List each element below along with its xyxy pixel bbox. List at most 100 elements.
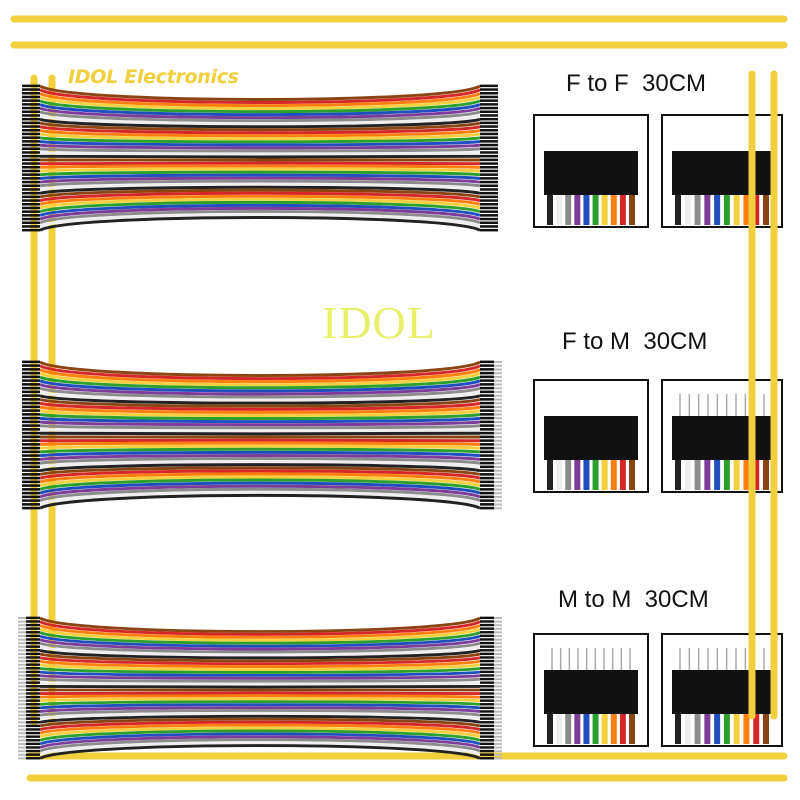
cable-mm-right-pin: [494, 663, 502, 666]
cable-fm-wire: [39, 386, 481, 399]
cable-mm-left-housing: [26, 631, 40, 634]
cable-mm-left-pin: [18, 638, 26, 641]
cable-ff-right-housing: [480, 184, 498, 188]
cable-ff-wire: [39, 194, 481, 206]
cable-fm-wire: [39, 463, 481, 473]
cable-mm-left-pin: [18, 692, 26, 695]
cable-ff-right-housing: [480, 199, 498, 202]
cable-ff-wire: [39, 173, 481, 180]
cable-mm-right-pin: [494, 692, 502, 695]
cable-mm-left-housing: [26, 728, 40, 731]
cable-fm-right-housing: [480, 469, 494, 472]
cable-fm-left-housing: [22, 375, 40, 379]
cable-mm-wire: [39, 634, 481, 648]
cable-mm-wire: [39, 732, 481, 746]
cable-fm-right-housing: [480, 401, 494, 405]
cable-mm-wire: [39, 638, 481, 651]
cable-fm-wire: [39, 453, 481, 461]
cable-fm-left-housing: [22, 360, 40, 364]
cable-ff-left-housing: [22, 184, 40, 188]
cable-mm-right-housing: [480, 667, 494, 670]
cable-mm-wire: [39, 631, 481, 645]
cable-mm-left-housing: [26, 753, 40, 756]
cable-mm-left-pin: [18, 645, 26, 648]
diagram-fm-a-wire-stub: [601, 460, 608, 490]
cable-fm-right-pin: [494, 421, 502, 423]
cable-mm-left-pin: [18, 750, 26, 753]
cable-mm-left-housing: [26, 641, 40, 645]
cable-fm-wire: [39, 424, 481, 430]
cable-mm-right-housing: [480, 746, 494, 749]
cable-ff-left-housing: [22, 210, 40, 213]
cable-fm-right-housing: [480, 431, 494, 435]
cable-ff-right-housing: [480, 106, 498, 110]
cable-ff-wire: [39, 151, 481, 156]
cable-mm-right-pin: [494, 642, 502, 645]
cable-mm-left-housing: [26, 670, 40, 674]
cable-fm-right-housing: [480, 413, 494, 416]
cable-mm-right-pin: [494, 750, 502, 753]
cable-fm-right-pin: [494, 499, 502, 502]
cable-ff-wire: [39, 154, 481, 159]
cable-fm-wire: [39, 469, 481, 480]
cable-mm-left-pin: [18, 631, 26, 634]
cable-mm-wire: [39, 627, 481, 642]
cable-fm-wire: [39, 420, 481, 427]
cable-fm-wire: [39, 441, 481, 446]
cable-ff-left-housing: [22, 225, 40, 228]
cable-mm-left-pin: [18, 685, 26, 688]
cable-mm-wire: [39, 684, 481, 689]
brand-logo-text: IDOL Electronics: [68, 66, 239, 88]
diagram-fm-b-wire-stub: [763, 460, 769, 490]
diagram-ff-b-wire-stub: [743, 195, 750, 225]
cable-mm-right-housing: [480, 757, 494, 760]
cable-mm-left-housing: [26, 667, 40, 670]
diagram-mm-a-wire-stub: [619, 714, 626, 744]
cable-fm-right-housing: [480, 405, 494, 409]
cable-ff-right-housing: [480, 125, 498, 128]
cable-mm-right-pin: [494, 743, 502, 745]
cable-fm-right-pin: [494, 466, 502, 468]
cable-ff-wire: [39, 212, 481, 228]
cable-ff-wire: [39, 200, 481, 214]
cable-ff-right-housing: [480, 177, 498, 180]
cable-fm-right-pin: [494, 372, 502, 375]
cable-ff-right-housing: [480, 99, 498, 102]
cable-mm-right-pin: [494, 620, 502, 623]
cable-fm-wire: [39, 360, 481, 377]
cable-mm-left-pin: [18, 667, 26, 670]
label-f-to-m: F to M 30CM: [562, 328, 708, 355]
diagram-fm-a-wire-stub: [610, 460, 617, 490]
cable-mm-left-housing: [26, 685, 40, 688]
cable-mm-wire: [39, 714, 481, 724]
diagram-ff-b-wire-stub: [763, 195, 769, 225]
cable-ff-left-housing: [22, 177, 40, 180]
cable-mm-left-housing: [26, 638, 40, 641]
cable-mm-right-housing: [480, 685, 494, 688]
cable-fm-right-housing: [480, 416, 494, 420]
diagram-ff-a-wire-stub: [619, 195, 626, 225]
cable-ff-right-housing: [480, 188, 498, 191]
cable-ff-right-housing: [480, 154, 498, 158]
cable-fm-left-housing: [22, 495, 40, 499]
cable-fm-right-housing: [480, 394, 494, 397]
diagram-mm-a-wire-stub: [565, 714, 572, 744]
cable-ff-left-housing: [22, 95, 40, 99]
cable-fm-left-housing: [22, 390, 40, 394]
cable-mm-left-housing: [26, 616, 40, 620]
cable-mm-left-pin: [18, 624, 26, 627]
diagram-mm-a-housing: [544, 670, 638, 714]
cable-fm-right-housing: [480, 465, 494, 469]
cable-mm-left-pin: [18, 627, 26, 630]
cable-fm-right-pin: [494, 383, 502, 386]
diagram-mm-a-wire-stub: [601, 714, 608, 744]
cable-fm-wire: [39, 390, 481, 402]
cable-ff-left-housing: [22, 103, 40, 106]
cable-mm-left-housing: [26, 699, 40, 702]
cable-mm-left-pin: [18, 696, 26, 699]
cable-ff-right-housing: [480, 214, 498, 217]
cable-ff-left-housing: [22, 143, 40, 147]
cable-fm-left-housing: [22, 386, 40, 390]
diagram-ff-a-wire-stub: [610, 195, 617, 225]
cable-mm-right-pin: [494, 627, 502, 630]
